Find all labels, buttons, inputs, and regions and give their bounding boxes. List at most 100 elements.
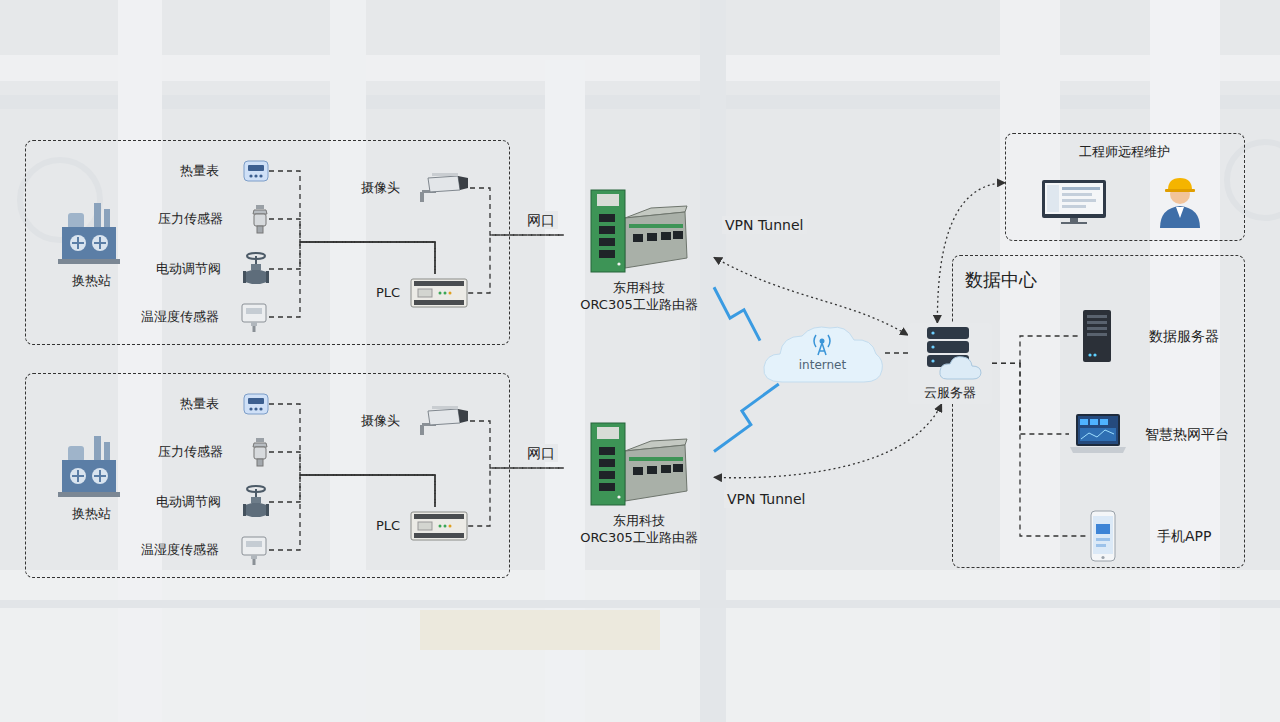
label-text: 智慧热网平台 [1145,425,1229,443]
text-holder: 智慧热网平台 [1145,425,1229,443]
humidity-sensor: 温湿度传感器 [141,533,269,567]
engineer-icon [1154,170,1206,228]
shape-part [253,210,267,214]
humidity-sensor: 温湿度传感器 [141,300,269,334]
station-group: 换热站 热量表压力传感器电动调节阀温湿度传感器 摄像头 PLC [25,140,510,345]
shape-part [249,407,252,410]
shape-part [599,238,615,246]
shape-part [927,327,969,339]
heat-station-icon [54,197,124,267]
text-holder: 压力传感器 [158,211,223,228]
shape-part [1081,430,1114,439]
shape-part [242,537,266,555]
shape-part [243,252,269,286]
text-holder: 摄像头 [361,413,400,430]
shape-part [432,173,458,176]
dashed-connector [992,363,1069,434]
shape-part [599,459,615,467]
shape-part [414,300,464,305]
shape-part [764,327,883,382]
shape-part [1047,185,1059,212]
laptop-icon [1069,413,1127,455]
shape-part [104,442,110,462]
edge-label-holder: VPN Tunnel [724,490,809,508]
heat-meter: 热量表 [180,391,269,417]
text-holder: 电动调节阀 [156,494,221,511]
shape-part [245,270,267,284]
shape-part [414,281,464,286]
label-text: 摄像头 [361,180,400,197]
shape-part [599,471,615,479]
dataserver-icon [1081,309,1113,363]
shape-part [411,512,467,540]
shape-part [259,174,262,177]
dashed-connector [468,468,564,526]
station-group: 换热站热量表压力传感器电动调节阀温湿度传感器摄像头PLC [25,373,510,578]
shape-part [818,343,826,355]
shape-part [439,292,442,295]
shape-part [661,232,671,240]
shape-part [625,212,687,268]
shape-part [243,160,269,182]
text-holder: 温湿度传感器 [141,542,219,559]
shape-part [599,226,615,234]
dashed-connector [269,242,435,317]
shape-part [68,213,84,229]
label-text: internet [760,358,885,374]
shape-part [251,555,257,559]
dashed-connector [470,188,564,235]
shape-part [633,234,643,242]
shape-part [1227,142,1280,218]
shape-part [625,445,687,501]
shape-part [253,326,256,332]
edge-label-holder: 网口 [524,211,558,229]
shape-part [597,427,619,439]
text-holder: 电动调节阀 [156,261,221,278]
shape-part [1045,183,1103,214]
shape-part [1091,511,1115,561]
shape-part [647,233,657,241]
shape-part [449,292,452,295]
label-text: 热量表 [180,396,219,413]
shape-part [68,446,84,462]
shape-part [1176,207,1184,218]
heat-meter: 热量表 [180,158,269,184]
shape-part [597,194,619,206]
shape-part [1087,321,1107,324]
dashed-connector [992,336,1081,363]
shape-part [1168,178,1192,190]
shape-part [0,600,1280,608]
shape-part [249,174,252,177]
shape-part [599,447,615,455]
shape-part [94,436,101,462]
shape-part [248,165,264,171]
shape-part [248,398,264,404]
shape-part [1087,327,1107,330]
text-holder: PLC [376,285,400,302]
label-text: 云服务器 [910,385,990,402]
shape-part [432,406,458,409]
vpn-tunnel-curve [714,404,942,478]
label-text: 工程师远程维护 [1006,144,1243,161]
group-heading: 工程师远程维护 [1006,144,1243,161]
label-text: 换热站 [46,273,136,290]
internet-cloud: internet [760,322,885,384]
shape-part [54,430,124,500]
shape-part [820,339,825,344]
text-holder: 温湿度传感器 [141,309,219,326]
shape-part [414,514,464,519]
shape-part [0,570,1280,722]
shape-part [72,470,106,482]
cloudserver-icon [917,325,983,381]
shape-part [242,304,266,322]
shape-part [1150,0,1220,722]
shape-part [104,209,110,229]
shape-part [94,203,101,229]
shape-part [629,224,683,228]
shape-part [444,525,447,528]
dashed-connector [269,242,435,274]
shape-part [246,308,262,314]
shape-part [418,522,432,530]
shape-part [410,509,468,543]
shape-part [54,197,124,267]
